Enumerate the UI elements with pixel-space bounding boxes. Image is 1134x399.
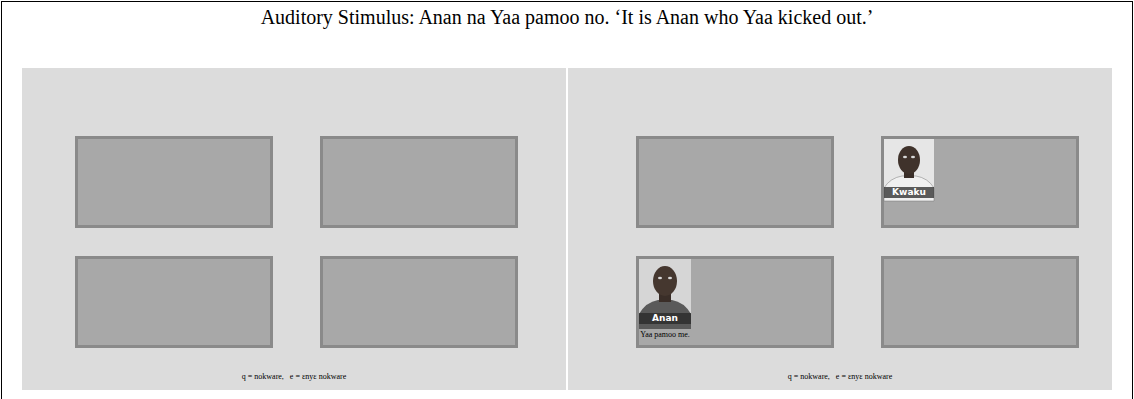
stimulus-title: Auditory Stimulus: Anan na Yaa pamoo no.…	[0, 6, 1134, 29]
picture-box: Kwaku	[881, 136, 1079, 228]
picture-box: AnanYaa pamoo me.	[636, 256, 834, 348]
stimulus-panel: q = nokware, e = ɛnyɛ nokwareKwakuAnanYa…	[568, 68, 1112, 390]
name-tag: Anan	[639, 313, 691, 324]
response-keys: q = nokware, e = ɛnyɛ nokware	[22, 372, 566, 381]
name-tag: Kwaku	[884, 187, 934, 198]
picture-caption: Yaa pamoo me.	[625, 330, 705, 339]
response-keys: q = nokware, e = ɛnyɛ nokware	[568, 372, 1112, 381]
stimulus-panel: q = nokware, e = ɛnyɛ nokware	[22, 68, 566, 390]
